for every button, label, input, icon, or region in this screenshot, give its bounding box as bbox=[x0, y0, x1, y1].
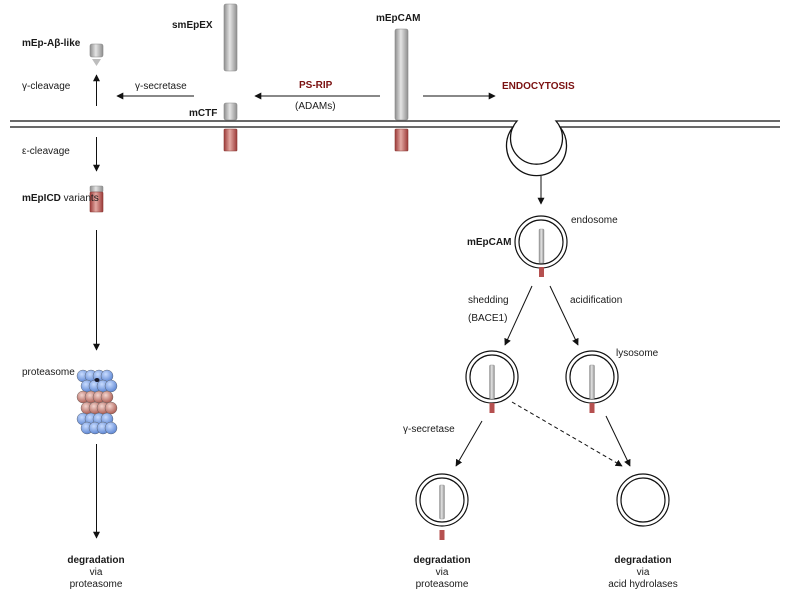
label-shedding: shedding bbox=[468, 295, 509, 306]
label-gamma-secretase-bottom: γ-secretase bbox=[403, 424, 455, 435]
label-endosome: endosome bbox=[571, 215, 618, 226]
outcome-right-via: via bbox=[636, 567, 650, 578]
endosome-vesicle bbox=[514, 215, 568, 277]
mctf-fragment bbox=[223, 102, 238, 152]
label-mepcam-endosome: mEpCAM bbox=[467, 237, 512, 248]
label-lysosome: lysosome bbox=[616, 348, 659, 359]
outcome-middle-title: degradation bbox=[413, 555, 471, 566]
label-gamma-cleavage: γ-cleavage bbox=[22, 81, 71, 92]
plasma-membrane bbox=[10, 120, 780, 177]
label-endocytosis: ENDOCYTOSIS bbox=[502, 81, 575, 92]
proteasome-subunit bbox=[104, 379, 118, 393]
label-mepicd-suffix: variants bbox=[60, 193, 99, 204]
proteasome-channel bbox=[94, 378, 100, 382]
empty-lysosome-vesicle bbox=[616, 473, 670, 527]
smepex-stalk bbox=[223, 3, 238, 72]
outcome-middle: degradation via proteasome bbox=[392, 555, 492, 591]
arrow-gamma-secretase-bottom bbox=[455, 420, 483, 467]
mepcam-surface-protein bbox=[394, 28, 409, 152]
vesicle-after-gamma-secretase bbox=[415, 473, 469, 540]
outcome-left-via: via bbox=[89, 567, 103, 578]
label-adams: (ADAMs) bbox=[295, 101, 336, 112]
label-epsilon-cleavage: ε-cleavage bbox=[22, 146, 70, 157]
mep-abeta-like-fragment bbox=[89, 43, 104, 66]
proteasome-subunit bbox=[100, 390, 114, 404]
outcome-middle-how: proteasome bbox=[415, 579, 469, 590]
label-gamma-secretase-top: γ-secretase bbox=[135, 81, 187, 92]
outcome-middle-via: via bbox=[435, 567, 449, 578]
label-acidification: acidification bbox=[570, 295, 623, 306]
outcome-right: degradation via acid hydrolases bbox=[593, 555, 693, 591]
label-ps-rip: PS-RIP bbox=[299, 80, 333, 91]
proteasome-subunit bbox=[104, 401, 118, 415]
label-smepex: smEpEX bbox=[172, 20, 213, 31]
label-mepicd-name: mEpICD bbox=[22, 193, 61, 204]
outcome-left: degradation via proteasome bbox=[46, 555, 146, 591]
lysosome-vesicle bbox=[565, 350, 619, 413]
arrow-acidification bbox=[549, 285, 579, 346]
outcome-left-how: proteasome bbox=[69, 579, 123, 590]
label-proteasome: proteasome bbox=[22, 367, 75, 378]
arrow-lysosome-to-hydrolases bbox=[605, 415, 631, 467]
label-mepcam-top: mEpCAM bbox=[376, 13, 421, 24]
shed-vesicle bbox=[465, 350, 519, 413]
mepicd-variant bbox=[89, 185, 104, 213]
outcome-right-how: acid hydrolases bbox=[608, 579, 678, 590]
label-mep-abeta-like: mEp-Aβ-like bbox=[22, 38, 81, 49]
proteasome-subunit bbox=[104, 421, 118, 435]
arrow-shedding bbox=[504, 285, 533, 346]
label-mepicd-variants: mEpICD variants bbox=[22, 193, 99, 205]
arrow-dashed-to-hydrolases bbox=[511, 401, 623, 467]
label-mctf: mCTF bbox=[189, 108, 218, 119]
outcome-left-title: degradation bbox=[67, 555, 125, 566]
label-bace1: (BACE1) bbox=[468, 313, 508, 324]
outcome-right-title: degradation bbox=[614, 555, 672, 566]
proteasome-icon bbox=[76, 369, 118, 435]
